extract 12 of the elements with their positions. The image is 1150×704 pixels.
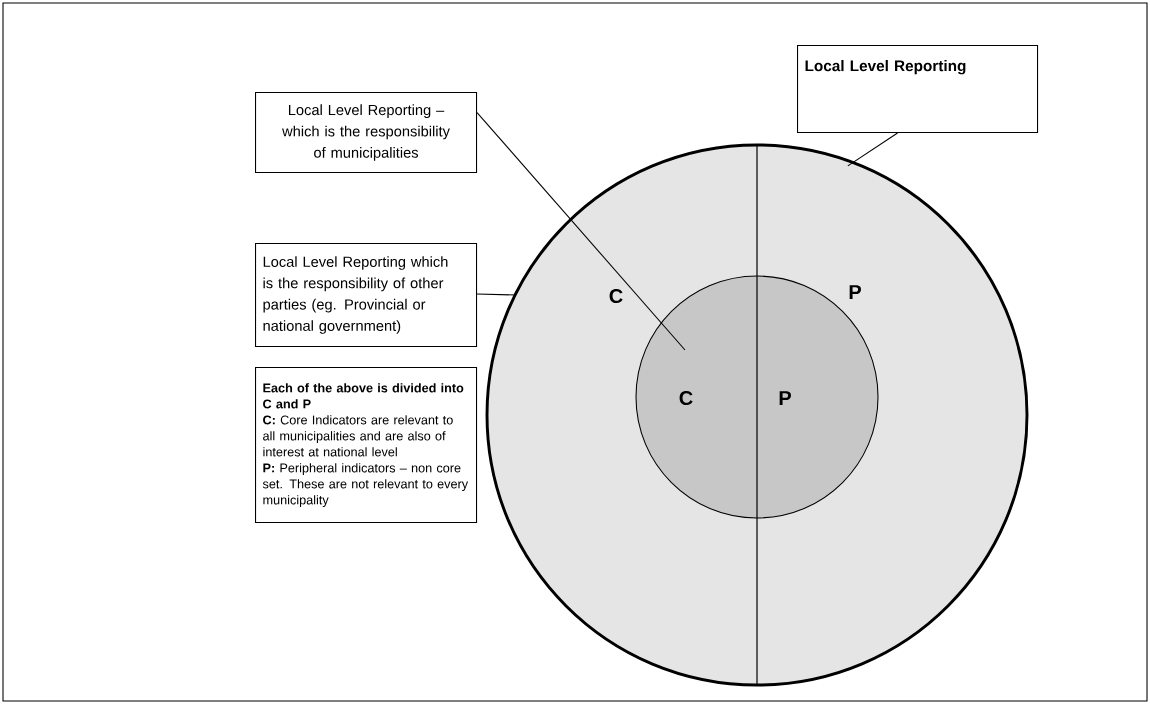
leader-line — [847, 132, 899, 167]
section-letter: C — [609, 288, 623, 304]
text-box: Local Level Reporting – which is the responsibility of municipalities — [255, 92, 478, 174]
text-box: Local Level Reporting which is the responsibility of other parties (eg. Provincial or national government) — [255, 243, 478, 348]
section-letter: P — [849, 285, 861, 299]
leader-line — [476, 112, 686, 351]
text-box: Local Level Reporting — [797, 45, 1039, 134]
section-letter: P — [779, 391, 791, 405]
section-letter: C — [679, 390, 693, 406]
note-box: Each of the above is divided into C and P C: Core Indicators are relevant to all municipalities and are also of interest at national level P: Peripheral indicators – non core set. These are not relevant to every municipality — [255, 367, 478, 524]
leader-line — [476, 293, 516, 296]
inner-circle — [635, 275, 879, 519]
